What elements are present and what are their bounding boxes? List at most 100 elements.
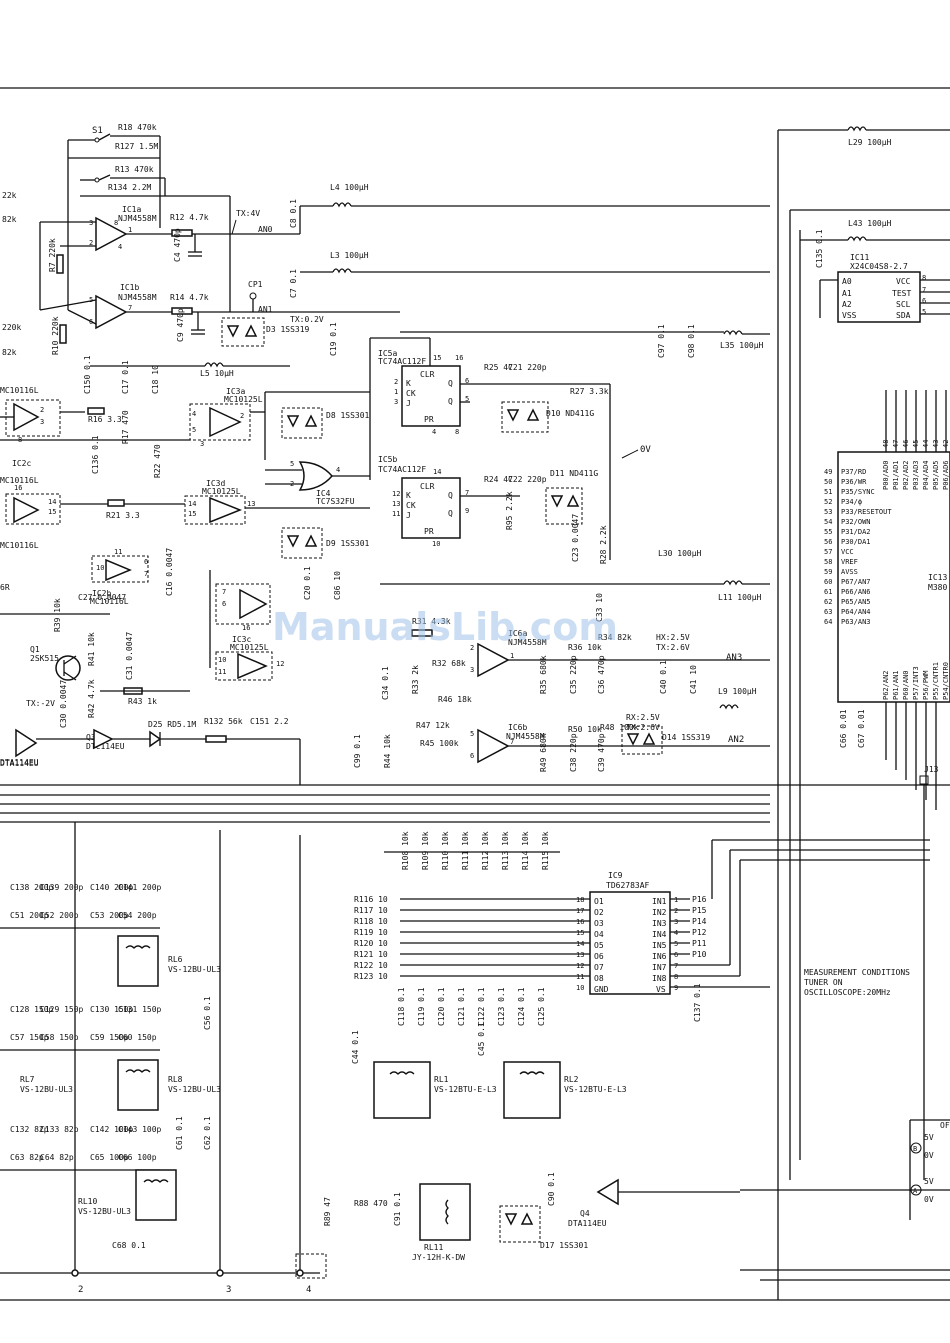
r44-label: R44 10k [383,734,392,768]
svg-text:51: 51 [824,488,832,496]
d3-ref: D3 1SS319 [266,325,310,334]
svg-text:49: 49 [824,468,832,476]
ic1b-part: NJM4558M [118,293,157,302]
svg-text:P11: P11 [692,939,707,948]
r43-label: R43 1k [128,697,157,706]
c45-label: C45 0.1 [477,1022,486,1056]
svg-text:16: 16 [576,918,584,926]
bypass-caps: C118 0.1 C119 0.1 C120 0.1 C121 0.1 C122… [397,987,546,1026]
r21-label: R21 3.3 [106,511,140,520]
svg-text:C138 200p: C138 200p [10,883,54,892]
l9-label: L9 100μH [718,687,757,696]
svg-text:R115 10k: R115 10k [541,831,550,870]
scope-a-high: 5V [924,1177,934,1186]
l29: L29 100μH L43 100μH C135 0.1 [778,126,950,268]
hx-label: HX:2.5V [656,633,690,642]
rl8-ref: RL8 [168,1075,183,1084]
r28-label: R28 2.2k [599,525,608,564]
relay-rl6: RL6 VS-12BU-UL3 [117,935,221,987]
svg-text:C60 150p: C60 150p [118,1033,157,1042]
svg-text:C125 0.1: C125 0.1 [537,987,546,1026]
measurement-line-3: OSCILLOSCOPE:20MHz [804,988,891,997]
c86-label: C86 10 [333,571,342,600]
svg-text:53: 53 [824,508,832,516]
ic3a-part: MC10125L [224,395,263,404]
svg-text:C51 200p: C51 200p [10,911,49,920]
measurement-line-2: TUNER ON [804,978,843,987]
svg-text:O3: O3 [594,919,604,928]
l3-label: L3 100μH [330,251,369,260]
svg-text:R118 10: R118 10 [354,917,388,926]
r13-label: R13 470k [115,165,154,174]
r33-label: R33 2k [411,665,420,694]
r7-r10: R7 220k R10 220k [48,238,67,355]
left-label-6: MC10116L [0,386,39,395]
rl11-driver: R89 47 R88 470 C91 0.1 D17 1SS301 C90 0.… [323,1172,740,1250]
svg-text:63: 63 [824,608,832,616]
svg-text:P12: P12 [692,928,707,937]
svg-text:12: 12 [392,490,400,498]
svg-text:R117 10: R117 10 [354,906,388,915]
svg-text:5: 5 [290,460,294,468]
c68-label: C68 0.1 [112,1241,146,1250]
svg-text:3: 3 [674,918,678,926]
pullup-resistors: R108 10k R109 10k R110 10k R111 10k R112… [384,831,560,870]
r48-label: R48 100k [600,723,639,732]
svg-text:O1: O1 [594,897,604,906]
svg-text:P04/AD4: P04/AD4 [922,460,930,490]
svg-text:IN4: IN4 [652,930,667,939]
svg-text:59: 59 [824,568,832,576]
r50-label: R50 10k [568,725,602,734]
svg-text:2: 2 [674,907,678,915]
svg-text:6: 6 [922,297,926,305]
ic1a-ref: IC1a [122,205,141,214]
svg-text:C140 200p: C140 200p [90,883,134,892]
rl10-ref: RL10 [78,1197,97,1206]
c20-c86: C20 0.1 C86 10 [303,566,342,600]
svg-text:7: 7 [674,962,678,970]
r127-label: R127 1.5M [115,142,159,151]
svg-text:5: 5 [89,296,93,304]
svg-text:C141 200p: C141 200p [118,883,162,892]
ic2b-ref: IC2b [92,589,111,598]
svg-text:3: 3 [470,666,474,674]
l43-label: L43 100μH [848,219,892,228]
svg-text:C119 0.1: C119 0.1 [417,987,426,1026]
svg-text:R112 10k: R112 10k [481,831,490,870]
d10-ref: D10 ND411G [546,409,594,418]
svg-text:P15: P15 [692,906,707,915]
svg-text:C64 82p: C64 82p [40,1153,74,1162]
svg-text:55: 55 [824,528,832,536]
svg-text:IN3: IN3 [652,919,667,928]
r14-c9: R14 4.7k C9 470p [170,293,209,342]
s1-label: S1 [92,126,103,136]
r134-label: R134 2.2M [108,183,152,192]
scope-a-marker: A [913,1187,918,1195]
svg-text:9: 9 [674,984,678,992]
svg-text:C57 150p: C57 150p [10,1033,49,1042]
svg-text:P32/OWN: P32/OWN [841,518,871,526]
svg-text:3: 3 [394,398,398,406]
an3-label: AN3 [726,653,742,663]
c9-label: C9 470p [176,308,185,342]
svg-text:PR: PR [424,415,434,424]
r16-label: R16 3.3 [88,415,122,424]
svg-text:O4: O4 [594,930,604,939]
svg-text:K: K [406,491,411,500]
svg-text:7: 7 [144,570,148,578]
svg-text:2: 2 [240,412,244,420]
svg-text:P37/RD: P37/RD [841,468,866,476]
svg-text:61: 61 [824,588,832,596]
svg-text:MC10116L: MC10116L [0,541,39,550]
svg-text:50: 50 [824,478,832,486]
r16-r17-r21-r22: R16 3.3 R17 470 R22 470 R21 3.3 C136 0.1… [83,355,290,520]
svg-text:C133 82p: C133 82p [40,1125,79,1134]
svg-text:1: 1 [394,388,398,396]
c27-label: C27 0.0047 [78,593,126,602]
ic2b-buffer: 106 711 IC2b MC10116L [90,548,149,606]
svg-text:C130 150p: C130 150p [90,1005,134,1014]
svg-text:4: 4 [674,929,678,937]
svg-text:P10: P10 [692,950,707,959]
